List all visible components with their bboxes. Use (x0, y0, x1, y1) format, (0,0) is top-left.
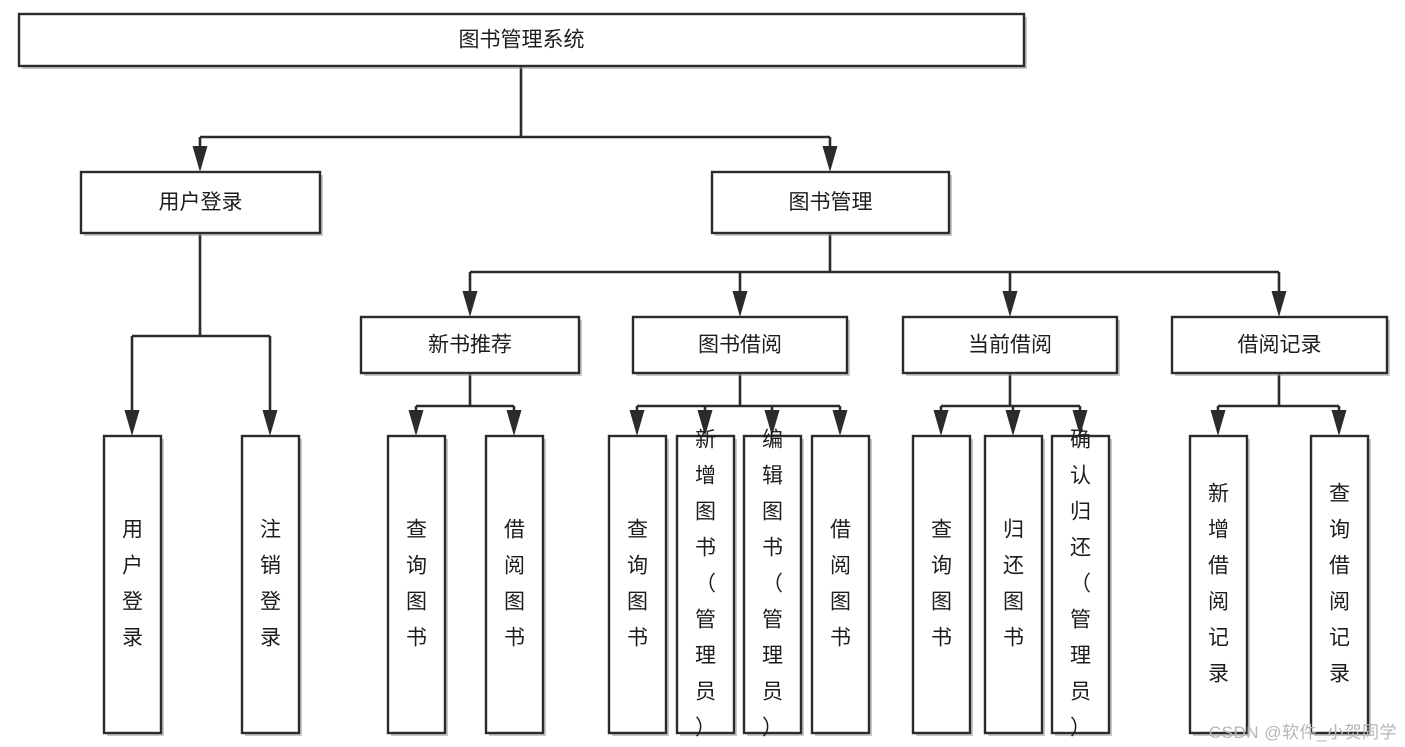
arrow-head (1271, 291, 1287, 317)
node-box[interactable] (911, 434, 972, 735)
node-label: 图书管理 (789, 191, 873, 214)
node-label: 借阅记录 (1238, 334, 1322, 357)
node-box[interactable] (79, 170, 322, 235)
node-label: 图书管理系统 (459, 29, 585, 52)
node-box[interactable] (710, 170, 951, 235)
arrow-head (506, 410, 522, 436)
arrow-head (408, 410, 424, 436)
arrow-head (832, 410, 848, 436)
root-node-root[interactable]: 图书管理系统 (17, 12, 1027, 69)
node-label: 查询图书 (627, 518, 648, 649)
leaf-node-leaf-edit-book-admin[interactable]: 编辑图书（管理员） (742, 428, 804, 739)
connector-current-borrow (933, 373, 1088, 436)
node-box[interactable] (810, 434, 871, 735)
node-label: 新增借阅记录 (1208, 482, 1229, 685)
arrow-head (192, 146, 208, 172)
arrow-head (1002, 291, 1018, 317)
node-box[interactable] (742, 434, 803, 735)
node-box[interactable] (1170, 315, 1389, 375)
node-box[interactable] (1188, 434, 1249, 735)
node-label: 当前借阅 (968, 334, 1052, 357)
node-label: 注销登录 (260, 518, 281, 649)
node-label: 新增图书（管理员） (695, 428, 716, 739)
level2-node-user-login[interactable]: 用户登录 (79, 170, 323, 236)
arrow-head (262, 410, 278, 436)
node-label: 归还图书 (1003, 518, 1024, 649)
connector-borrow-record (1210, 373, 1347, 436)
node-box[interactable] (240, 434, 301, 735)
leaf-node-leaf-borrow-book-recommend[interactable]: 借阅图书 (484, 434, 546, 736)
node-box[interactable] (901, 315, 1119, 375)
arrow-head (1005, 410, 1021, 436)
arrow-head (822, 146, 838, 172)
arrow-head (1331, 410, 1347, 436)
arrow-head (1210, 410, 1226, 436)
level3-node-current-borrow[interactable]: 当前借阅 (901, 315, 1120, 376)
node-label: 借阅图书 (504, 518, 525, 649)
leaf-node-leaf-confirm-return-admin[interactable]: 确认归还（管理员） (1050, 428, 1112, 739)
node-label: 编辑图书（管理员） (762, 428, 783, 739)
node-layer: 图书管理系统用户登录图书管理新书推荐图书借阅当前借阅借阅记录用户登录注销登录查询… (17, 12, 1390, 739)
leaf-node-leaf-logout-login[interactable]: 注销登录 (240, 434, 302, 736)
node-box[interactable] (386, 434, 447, 735)
node-box[interactable] (631, 315, 849, 375)
node-box[interactable] (359, 315, 581, 375)
node-box[interactable] (1050, 434, 1111, 735)
node-box[interactable] (102, 434, 163, 735)
leaf-node-leaf-add-book-admin[interactable]: 新增图书（管理员） (675, 428, 737, 739)
node-box[interactable] (607, 434, 668, 735)
node-label: 查询借阅记录 (1329, 482, 1350, 685)
node-box[interactable] (17, 12, 1026, 68)
node-box[interactable] (1309, 434, 1370, 735)
leaf-node-leaf-add-borrow-record[interactable]: 新增借阅记录 (1188, 434, 1250, 736)
node-label: 借阅图书 (830, 518, 851, 649)
level3-node-new-book-recommend[interactable]: 新书推荐 (359, 315, 582, 376)
arrow-head (732, 291, 748, 317)
connector-layer (124, 66, 1347, 436)
connector-user-login (124, 233, 278, 436)
connector-book-manage (462, 233, 1287, 317)
node-label: 确认归还（管理员） (1070, 428, 1091, 739)
node-box[interactable] (484, 434, 545, 735)
level3-node-book-borrow[interactable]: 图书借阅 (631, 315, 850, 376)
node-label: 查询图书 (931, 518, 952, 649)
node-label: 用户登录 (122, 518, 143, 649)
arrow-head (933, 410, 949, 436)
connector-new-book-recommend (408, 373, 522, 436)
node-box[interactable] (983, 434, 1044, 735)
arrow-head (1072, 410, 1088, 436)
csdn-watermark: CSDN @软件_小贺同学 (1208, 723, 1397, 742)
leaf-node-leaf-user-login[interactable]: 用户登录 (102, 434, 164, 736)
node-label: 查询图书 (406, 518, 427, 649)
leaf-node-leaf-return-book[interactable]: 归还图书 (983, 434, 1045, 736)
node-label: 新书推荐 (428, 334, 512, 357)
arrow-head (124, 410, 140, 436)
connector-root (192, 66, 838, 172)
leaf-node-leaf-query-book-recommend[interactable]: 查询图书 (386, 434, 448, 736)
connector-book-borrow (629, 373, 848, 436)
leaf-node-leaf-query-book-borrow[interactable]: 查询图书 (607, 434, 669, 736)
arrow-head (697, 410, 713, 436)
arrow-head (764, 410, 780, 436)
node-label: 图书借阅 (698, 334, 782, 357)
leaf-node-leaf-query-borrow-record[interactable]: 查询借阅记录 (1309, 434, 1371, 736)
leaf-node-leaf-borrow-book[interactable]: 借阅图书 (810, 434, 872, 736)
node-label: 用户登录 (159, 191, 243, 214)
leaf-node-leaf-query-book-current[interactable]: 查询图书 (911, 434, 973, 736)
level3-node-borrow-record[interactable]: 借阅记录 (1170, 315, 1390, 376)
level2-node-book-manage[interactable]: 图书管理 (710, 170, 952, 236)
arrow-head (462, 291, 478, 317)
arrow-head (629, 410, 645, 436)
node-box[interactable] (675, 434, 736, 735)
